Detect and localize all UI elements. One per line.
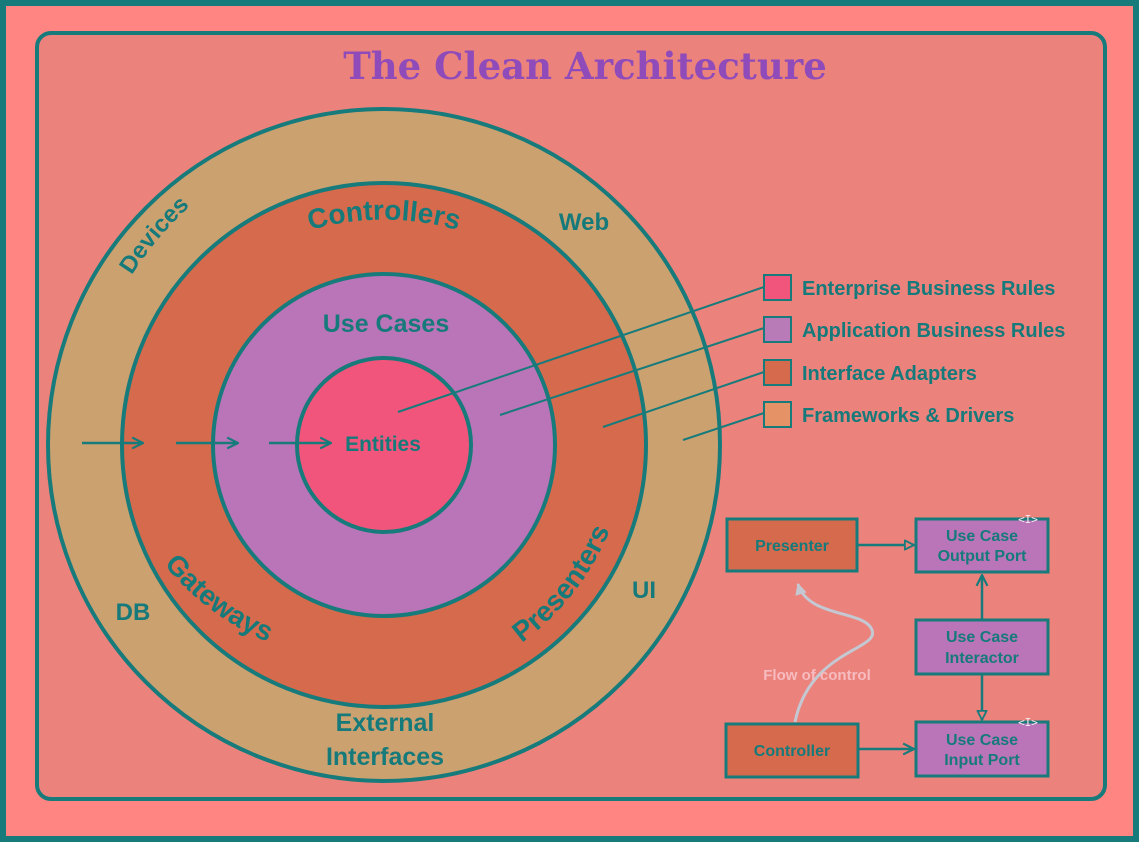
legend-label: Application Business Rules	[802, 320, 1065, 342]
label-external-interfaces-line1: External	[336, 709, 435, 737]
label-external-interfaces-line2: Interfaces	[326, 743, 444, 771]
label-web: Web	[559, 209, 609, 236]
diagram-title: The Clean Architecture	[343, 44, 827, 88]
controller-label: Controller	[754, 743, 830, 760]
flow-of-control-label: Flow of control	[763, 667, 870, 684]
input-port-box	[914, 720, 1050, 778]
controller-box	[724, 722, 860, 779]
legend-pointer-use-cases	[499, 327, 765, 416]
flow-of-control-curve	[793, 582, 875, 723]
legend-label: Enterprise Business Rules	[802, 278, 1055, 300]
legend-swatch	[763, 274, 792, 301]
output-port-box	[914, 517, 1050, 574]
interactor-label-line1: Use Case	[946, 629, 1018, 646]
output-port-label-line1: Use Case	[946, 528, 1018, 545]
presenter-label: Presenter	[755, 538, 829, 555]
flow-diagram: Flow of control Presenter Controller Use…	[724, 513, 1050, 779]
legend-item-enterprise: Enterprise Business Rules	[763, 274, 1055, 301]
legend-swatch	[763, 401, 792, 428]
interactor-label-line2: Interactor	[945, 650, 1019, 667]
input-port-label-line2: Input Port	[944, 752, 1020, 769]
output-port-interface-marker: <I>	[1018, 513, 1038, 526]
input-port-label-line1: Use Case	[946, 732, 1018, 749]
label-db: DB	[116, 599, 151, 626]
legend-pointer-entities	[397, 286, 765, 413]
input-port-interface-marker: <I>	[1018, 716, 1038, 729]
label-ui: UI	[632, 577, 656, 604]
legend-pointer-frameworks	[682, 412, 765, 441]
legend-swatch	[763, 359, 792, 386]
legend-label: Interface Adapters	[802, 363, 977, 385]
legend-swatch	[763, 316, 792, 343]
legend-item-application: Application Business Rules	[763, 316, 1065, 343]
legend: Enterprise Business Rules Application Bu…	[763, 274, 1065, 428]
legend-pointer-adapters	[602, 371, 765, 428]
label-use-cases: Use Cases	[323, 310, 449, 338]
legend-item-adapters: Interface Adapters	[763, 359, 977, 386]
legend-item-frameworks: Frameworks & Drivers	[763, 401, 1014, 428]
label-entities: Entities	[345, 433, 421, 456]
output-port-label-line2: Output Port	[938, 548, 1028, 565]
legend-label: Frameworks & Drivers	[802, 405, 1014, 427]
